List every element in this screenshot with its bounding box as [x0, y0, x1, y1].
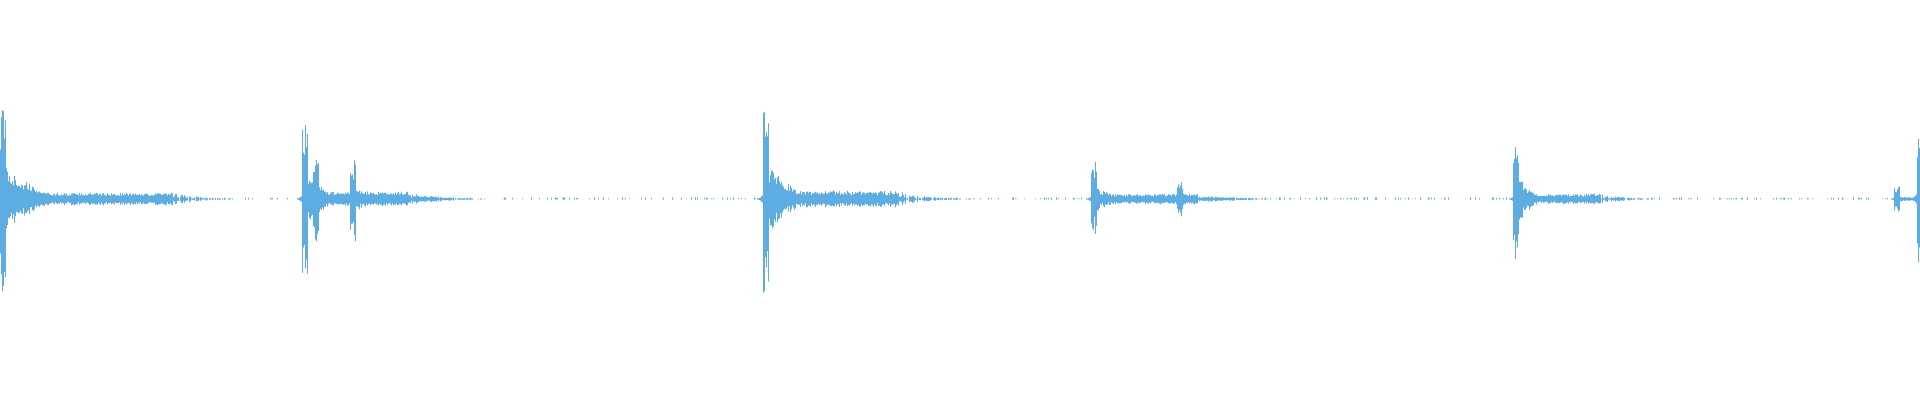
waveform-trace	[0, 110, 1920, 293]
